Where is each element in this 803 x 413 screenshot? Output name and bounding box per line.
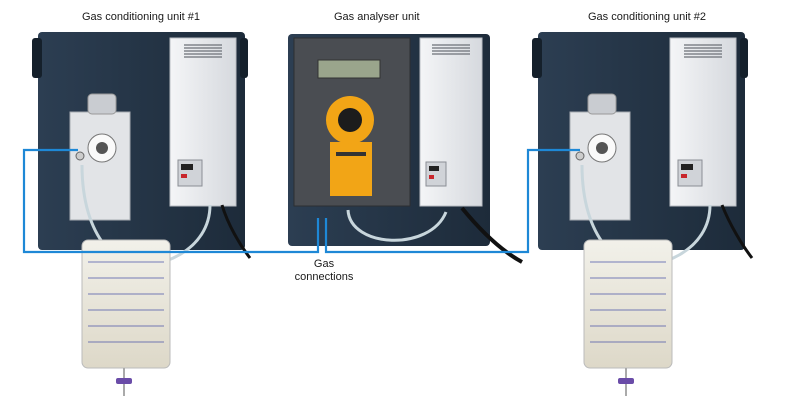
power-cable-1 bbox=[220, 204, 252, 259]
vent-grille-1 bbox=[184, 44, 222, 58]
analyser-slot bbox=[336, 152, 366, 156]
power-cable-2 bbox=[720, 204, 754, 259]
panel-handle-right-1 bbox=[240, 38, 248, 78]
gas-sensor-icon bbox=[326, 96, 374, 144]
label-gas-connections: Gas connections bbox=[282, 258, 366, 284]
gas-line-unit-2 bbox=[324, 148, 580, 254]
controller-display-icon bbox=[425, 161, 447, 187]
gas-conditioning-unit-1 bbox=[32, 32, 252, 396]
analyser-tube bbox=[346, 209, 448, 242]
power-cable-analyser bbox=[460, 206, 523, 264]
gas-line-unit-1 bbox=[22, 148, 320, 254]
condensate-bag-icon bbox=[583, 239, 673, 396]
panel-handle-right-2 bbox=[740, 38, 748, 78]
cooler-cabinet-1 bbox=[169, 37, 237, 207]
panel-handle-left-1 bbox=[32, 38, 42, 78]
peristaltic-pump-icon bbox=[69, 93, 131, 221]
panel-handle-left-2 bbox=[532, 38, 542, 78]
condensate-bag-icon bbox=[81, 239, 171, 396]
controller-display-icon bbox=[677, 159, 703, 187]
vent-grille-2 bbox=[684, 44, 722, 58]
controller-display-icon bbox=[177, 159, 203, 187]
gas-connection-lines bbox=[22, 148, 580, 254]
vent-grille-analyser bbox=[432, 44, 470, 55]
label-gas-connections-line2: connections bbox=[294, 271, 354, 283]
label-gas-conditioning-unit-2: Gas conditioning unit #2 bbox=[588, 11, 707, 23]
gas-conditioning-unit-2 bbox=[532, 32, 754, 396]
gas-analyser bbox=[288, 34, 523, 264]
analyser-lcd bbox=[317, 59, 381, 79]
label-gas-analyser-unit: Gas analyser unit bbox=[334, 11, 420, 23]
label-gas-conditioning-unit-1: Gas conditioning unit #1 bbox=[82, 11, 201, 23]
label-gas-connections-line1: Gas bbox=[313, 258, 335, 270]
peristaltic-pump-icon bbox=[569, 93, 631, 221]
analyser-lower-panel bbox=[330, 142, 372, 196]
